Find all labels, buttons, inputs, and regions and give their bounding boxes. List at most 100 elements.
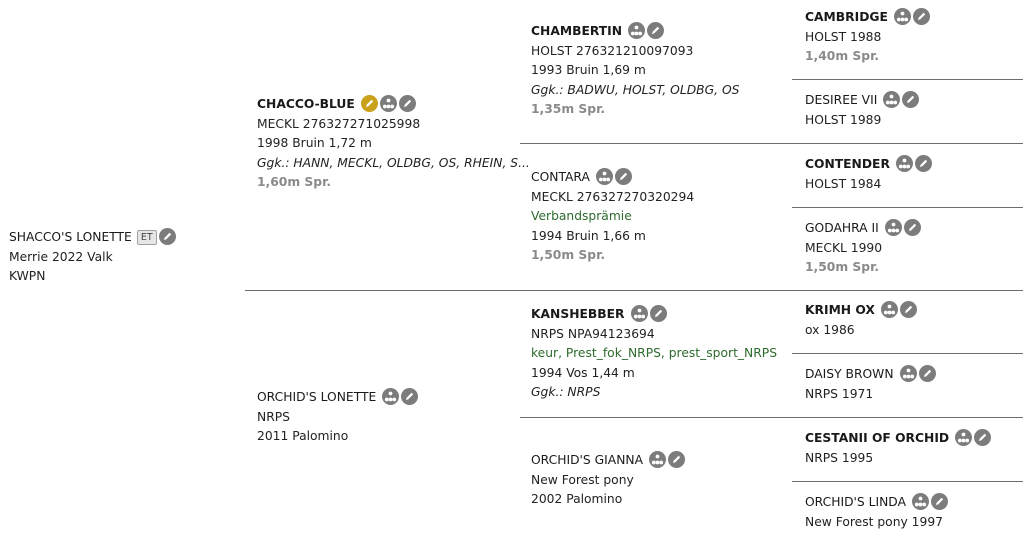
pedigree-tree-icon[interactable] — [379, 95, 397, 112]
sss-name[interactable]: CAMBRIDGE — [805, 10, 888, 24]
edit-pencil-icon[interactable] — [918, 365, 936, 382]
pedigree-tree-icon[interactable] — [649, 451, 667, 468]
sdd-spr: 1,50m Spr. — [805, 260, 880, 274]
pedigree-tree-icon[interactable] — [893, 8, 911, 25]
dd-breed: New Forest pony — [531, 472, 634, 487]
edit-pencil-icon[interactable] — [899, 301, 917, 318]
gold-pencil-icon[interactable] — [360, 95, 378, 112]
dd-born: 2002 Palomino — [531, 492, 623, 506]
ds-registration: NRPS NPA94123694 — [531, 326, 655, 341]
sd-registration: MECKL 276327270320294 — [531, 189, 695, 204]
edit-pencil-icon[interactable] — [398, 95, 416, 112]
edit-pencil-icon[interactable] — [614, 168, 632, 185]
dds-info: NRPS 1995 — [805, 450, 874, 465]
dam-horse: ORCHID'S LONETTE NRPS 2011 Palomino — [257, 388, 419, 447]
dam-born: 2011 Palomino — [257, 429, 349, 443]
pedigree-tree-icon[interactable] — [880, 301, 898, 318]
pedigree-tree-icon[interactable] — [955, 429, 973, 446]
dss-info: ox 1986 — [805, 322, 855, 337]
edit-pencil-icon[interactable] — [649, 305, 667, 322]
divider-ss-sd — [520, 143, 1023, 144]
sss-info: HOLST 1988 — [805, 29, 882, 44]
ssd-horse: DESIREE VII HOLST 1989 — [805, 91, 920, 130]
sire-registration: MECKL 276327271025998 — [257, 116, 421, 131]
sire-born: 1998 Bruin 1,72 m — [257, 136, 372, 150]
dss-horse: KRIMH OX ox 1986 — [805, 301, 917, 340]
sire-horse: CHACCO-BLUE MECKL 276327271025998 1998 B… — [257, 95, 530, 193]
dam-name[interactable]: ORCHID'S LONETTE — [257, 390, 377, 404]
edit-pencil-icon[interactable] — [930, 493, 948, 510]
pedigree-tree-icon[interactable] — [895, 155, 913, 172]
pedigree-tree-icon[interactable] — [382, 388, 400, 405]
sss-spr: 1,40m Spr. — [805, 49, 880, 63]
sds-name[interactable]: CONTENDER — [805, 157, 890, 171]
edit-pencil-icon[interactable] — [647, 22, 665, 39]
dam-studbook: NRPS — [257, 409, 290, 424]
edit-pencil-icon[interactable] — [974, 429, 992, 446]
subject-name[interactable]: SHACCO'S LONETTE — [9, 230, 132, 244]
divider-sire-dam — [245, 290, 1023, 291]
sd-name[interactable]: CONTARA — [531, 170, 590, 184]
ds-ggk: Ggk.: NRPS — [531, 385, 601, 399]
dd-name[interactable]: ORCHID'S GIANNA — [531, 453, 644, 467]
pedigree-tree-icon[interactable] — [899, 365, 917, 382]
sdd-horse: GODAHRA II MECKL 1990 1,50m Spr. — [805, 219, 921, 278]
sds-horse: CONTENDER HOLST 1984 — [805, 155, 932, 194]
dsd-name[interactable]: DAISY BROWN — [805, 367, 894, 381]
ss-ggk: Ggk.: BADWU, HOLST, OLDBG, OS — [531, 82, 740, 97]
pedigree-tree-icon[interactable] — [595, 168, 613, 185]
ss-name[interactable]: CHAMBERTIN — [531, 24, 623, 38]
ddd-horse: ORCHID'S LINDA New Forest pony 1997 — [805, 493, 948, 532]
sdd-info: MECKL 1990 — [805, 240, 883, 255]
pedigree-tree-icon[interactable] — [911, 493, 929, 510]
ds-name[interactable]: KANSHEBBER — [531, 307, 625, 321]
ss-registration: HOLST 276321210097093 — [531, 43, 694, 58]
pedigree-tree-icon[interactable] — [628, 22, 646, 39]
sire-ggk: Ggk.: HANN, MECKL, OLDBG, OS, RHEIN, S..… — [257, 155, 530, 170]
dds-horse: CESTANII OF ORCHID NRPS 1995 — [805, 429, 992, 468]
sd-born: 1994 Bruin 1,66 m — [531, 228, 646, 243]
dsd-horse: DAISY BROWN NRPS 1971 — [805, 365, 936, 404]
sire-spr: 1,60m Spr. — [257, 175, 332, 189]
dd-horse: ORCHID'S GIANNA New Forest pony 2002 Pal… — [531, 451, 686, 510]
ss-spr: 1,35m Spr. — [531, 102, 606, 116]
dds-name[interactable]: CESTANII OF ORCHID — [805, 431, 950, 445]
ss-horse: CHAMBERTIN HOLST 276321210097093 1993 Br… — [531, 22, 739, 120]
dss-name[interactable]: KRIMH OX — [805, 303, 875, 317]
sds-info: HOLST 1984 — [805, 176, 882, 191]
ds-horse: KANSHEBBER NRPS NPA94123694 keur, Prest_… — [531, 305, 777, 403]
edit-pencil-icon[interactable] — [914, 155, 932, 172]
edit-pencil-icon[interactable] — [668, 451, 686, 468]
sd-horse: CONTARA MECKL 276327270320294 Verbandspr… — [531, 168, 694, 266]
divider-dds-ddd — [792, 481, 1023, 482]
edit-pencil-icon[interactable] — [912, 8, 930, 25]
sdd-name[interactable]: GODAHRA II — [805, 221, 879, 235]
subject-horse: SHACCO'S LONETTE ET Merrie 2022 Valk KWPN — [9, 228, 176, 287]
ds-award: keur, Prest_fok_NRPS, prest_sport_NRPS — [531, 346, 778, 360]
ssd-info: HOLST 1989 — [805, 112, 882, 127]
ds-born: 1994 Vos 1,44 m — [531, 365, 635, 380]
divider-sss-ssd — [792, 79, 1023, 80]
divider-dss-dsd — [792, 353, 1023, 354]
ss-born: 1993 Bruin 1,69 m — [531, 63, 646, 77]
ddd-name[interactable]: ORCHID'S LINDA — [805, 495, 906, 509]
ddd-info: New Forest pony 1997 — [805, 514, 943, 529]
edit-pencil-icon[interactable] — [158, 228, 176, 245]
edit-pencil-icon[interactable] — [902, 91, 920, 108]
dsd-info: NRPS 1971 — [805, 386, 874, 401]
sss-horse: CAMBRIDGE HOLST 1988 1,40m Spr. — [805, 8, 930, 67]
ssd-name[interactable]: DESIREE VII — [805, 93, 878, 107]
divider-sds-sdd — [792, 207, 1023, 208]
sd-spr: 1,50m Spr. — [531, 248, 606, 262]
subject-studbook: KWPN — [9, 269, 46, 283]
subject-info: Merrie 2022 Valk — [9, 249, 113, 264]
et-badge: ET — [136, 230, 157, 245]
sd-award: Verbandsprämie — [531, 209, 632, 223]
edit-pencil-icon[interactable] — [903, 219, 921, 236]
edit-pencil-icon[interactable] — [401, 388, 419, 405]
pedigree-tree-icon[interactable] — [884, 219, 902, 236]
pedigree-tree-icon[interactable] — [883, 91, 901, 108]
pedigree-tree-icon[interactable] — [630, 305, 648, 322]
divider-ds-dd — [520, 417, 1023, 418]
sire-name[interactable]: CHACCO-BLUE — [257, 97, 355, 111]
